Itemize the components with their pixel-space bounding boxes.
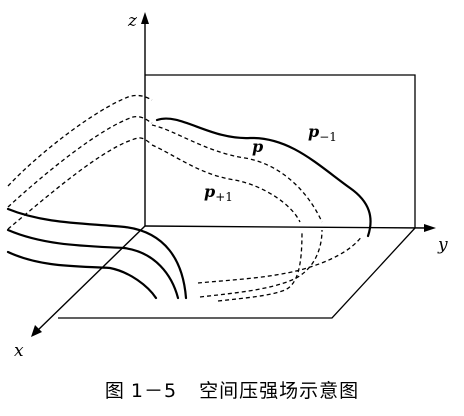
surface-p-plus-1-dashed [7,137,151,230]
x-axis-arrow-icon [31,325,42,337]
surface-p-plus-1-dashed-wall [151,144,301,223]
surface-p-plus-1-solid [6,250,158,300]
z-axis-label: z [127,11,138,31]
surface-p-dashed [7,115,153,208]
surface-p-minus-1-dashed [7,94,153,187]
surface-p-minus-1-solid [6,207,188,300]
vertical-plane [145,74,416,228]
label-p-plus-1: p+1 [204,182,233,204]
surface-p-dashed-floor [199,229,323,298]
label-p: p [252,137,263,156]
x-axis-label: x [14,341,24,361]
y-axis [144,225,429,229]
surface-p-solid [6,228,180,300]
y-axis-arrow-icon [424,224,436,232]
caption-prefix: 图 [104,380,125,402]
y-axis-label: y [437,235,448,255]
caption-text: 空间压强场示意图 [199,380,360,402]
surface-p-minus-1-dashed-floor [197,235,363,284]
label-p-minus-1: p−1 [308,122,337,144]
x-axis [35,225,146,333]
surface-p-dashed-wall [151,124,323,223]
z-axis-arrow-icon [141,12,149,24]
surface-p-minus-1-wall-curve [155,117,372,238]
caption-number: 1－5 [130,380,178,402]
surface-p-plus-1-dashed-floor [217,231,303,302]
horizontal-plane [58,227,416,319]
